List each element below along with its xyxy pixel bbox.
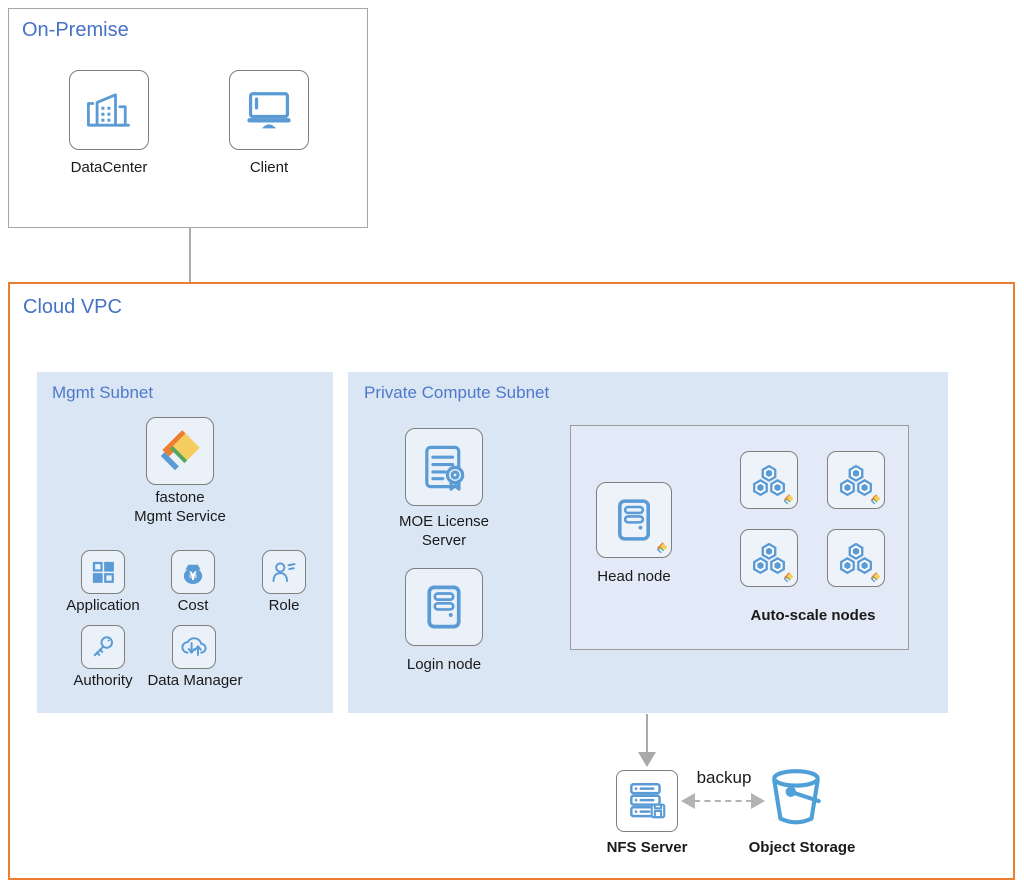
- fastone-mgmt-service-label: fastone Mgmt Service: [134, 489, 226, 525]
- mgmt-subnet-title: Mgmt Subnet: [52, 383, 154, 402]
- fastone-logo-icon: [158, 429, 202, 473]
- datacenter-label: DataCenter: [70, 159, 148, 176]
- application-label: Application: [66, 597, 140, 614]
- nfs-storage-icon: [624, 778, 670, 824]
- svg-text:¥: ¥: [189, 570, 197, 583]
- authority-key-icon: [88, 632, 118, 662]
- object-storage-bucket-icon: [768, 767, 826, 829]
- mgmt-subnet: Mgmt Subnet fastone Mgmt Service: [37, 372, 333, 713]
- backup-arrow-line: [694, 800, 752, 802]
- cluster-box: Head node: [570, 425, 909, 650]
- autoscale-node: [740, 451, 798, 509]
- fastone-mini-badge-icon: [656, 542, 668, 554]
- cost-icon: ¥: [177, 556, 209, 588]
- hexagon-cluster-icon: [748, 539, 790, 577]
- on-premise-zone: On-Premise DataCenter: [8, 8, 368, 228]
- login-node-label: Login node: [406, 656, 482, 673]
- autoscale-node: [740, 529, 798, 587]
- server-tower-icon: [417, 580, 471, 634]
- private-compute-subnet: Private Compute Subnet MOE License Serve…: [348, 372, 948, 713]
- private-compute-subnet-title: Private Compute Subnet: [364, 383, 550, 402]
- autoscale-node: [827, 451, 885, 509]
- fastone-mini-badge-icon: [783, 494, 794, 505]
- fastone-mini-badge-icon: [870, 494, 881, 505]
- head-node-label: Head node: [597, 568, 671, 585]
- authority-node: [81, 625, 125, 669]
- login-node: [405, 568, 483, 646]
- fastone-mini-badge-icon: [783, 572, 794, 583]
- moe-license-server-node: [405, 428, 483, 506]
- cloud-vpc-zone: Cloud VPC Mgmt Subnet fastone Mgmt Servi…: [8, 282, 1015, 880]
- role-node: [262, 550, 306, 594]
- fastone-mgmt-service-node: [146, 417, 214, 485]
- license-document-icon: [417, 440, 471, 494]
- hexagon-cluster-icon: [835, 461, 877, 499]
- hexagon-cluster-icon: [835, 539, 877, 577]
- backup-arrow-head-left: [681, 793, 695, 809]
- cost-node: ¥: [171, 550, 215, 594]
- cost-label: Cost: [177, 597, 209, 614]
- nfs-server-label: NFS Server: [606, 839, 688, 856]
- cloud-vpc-title: Cloud VPC: [23, 296, 122, 318]
- client-node: [229, 70, 309, 150]
- client-icon: [243, 84, 295, 136]
- data-manager-cloud-icon: [178, 631, 210, 663]
- nfs-server-node: [616, 770, 678, 832]
- subnet-to-nfs-arrow-line: [646, 714, 648, 753]
- fastone-mini-badge-icon: [870, 572, 881, 583]
- backup-arrow-head-right: [751, 793, 765, 809]
- datacenter-icon: [83, 84, 135, 136]
- subnet-to-nfs-arrow-head: [638, 752, 656, 767]
- data-manager-label: Data Manager: [147, 672, 243, 689]
- role-label: Role: [268, 597, 300, 614]
- head-node: [596, 482, 672, 558]
- datacenter-node: [69, 70, 149, 150]
- autoscale-label: Auto-scale nodes: [750, 607, 876, 624]
- moe-license-server-label: MOE License Server: [398, 513, 490, 549]
- authority-label: Authority: [73, 672, 133, 689]
- on-premise-title: On-Premise: [22, 19, 129, 41]
- data-manager-node: [172, 625, 216, 669]
- role-icon: [269, 557, 299, 587]
- autoscale-node: [827, 529, 885, 587]
- application-node: [81, 550, 125, 594]
- server-tower-icon: [608, 494, 660, 546]
- client-label: Client: [249, 159, 289, 176]
- backup-label: backup: [696, 768, 752, 787]
- application-icon: [88, 557, 118, 587]
- object-storage-label: Object Storage: [748, 839, 856, 856]
- hexagon-cluster-icon: [748, 461, 790, 499]
